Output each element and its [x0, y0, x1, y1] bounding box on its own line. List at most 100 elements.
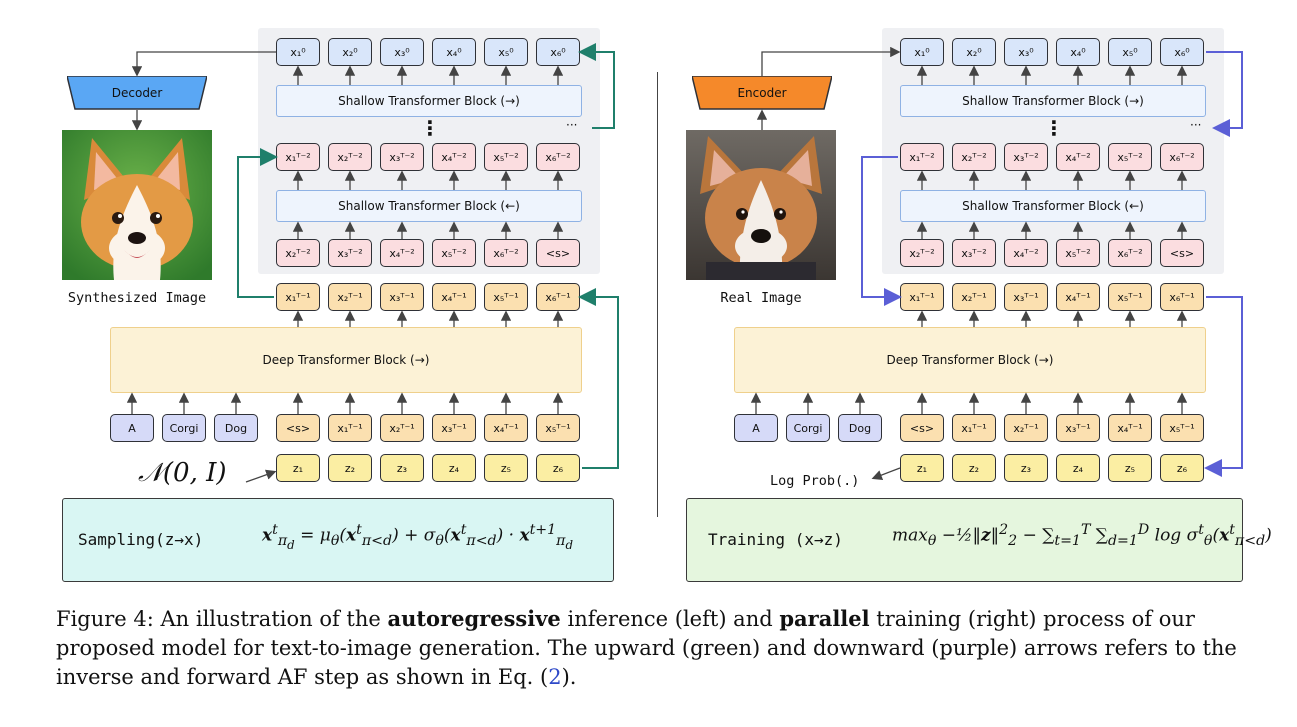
right-xT2-token: x₆ᵀ⁻² — [1160, 143, 1204, 171]
left-z-token: z₂ — [328, 454, 372, 482]
sampling-equation: xtπd = μθ(xtπ<d) + σθ(xtπ<d) · xt+1πd — [262, 522, 574, 552]
sampling-equation-box — [62, 498, 614, 582]
left-xT2-shift-token: x₅ᵀ⁻² — [432, 239, 476, 267]
caption-bold-autoregressive: autoregressive — [387, 606, 561, 631]
right-z-token: z₄ — [1056, 454, 1100, 482]
caption-eq-reference-link[interactable]: 2 — [548, 665, 562, 689]
left-xT1-shift-token: x₂ᵀ⁻¹ — [380, 414, 424, 442]
figure-caption: Figure 4: An illustration of the autoreg… — [56, 604, 1246, 692]
right-xT1-shift-token: x₄ᵀ⁻¹ — [1108, 414, 1152, 442]
caption-prefix: Figure 4: An illustration of the — [56, 607, 388, 631]
left-xT1-shift-token: x₃ᵀ⁻¹ — [432, 414, 476, 442]
real-corgi-image — [686, 130, 836, 280]
right-xT2-shift-token: x₃ᵀ⁻² — [952, 239, 996, 267]
left-z-token: z₅ — [484, 454, 528, 482]
right-xT1-shift-token: x₃ᵀ⁻¹ — [1056, 414, 1100, 442]
left-deep-block: Deep Transformer Block (→) — [110, 327, 582, 393]
left-xT1-token: x₃ᵀ⁻¹ — [380, 283, 424, 311]
right-x0-token: x₂⁰ — [952, 38, 996, 66]
sampling-title: Sampling(z→x) — [78, 530, 204, 549]
encoder-label: Encoder — [737, 86, 787, 100]
noise-distribution-label: 𝒩(0, I) — [138, 458, 227, 488]
left-xT1-token: x₁ᵀ⁻¹ — [276, 283, 320, 311]
right-xT2-shift-token: <s> — [1160, 239, 1204, 267]
left-xT2-token: x₁ᵀ⁻² — [276, 143, 320, 171]
left-xT1-shift-token: <s> — [276, 414, 320, 442]
right-xT2-shift-token: x₄ᵀ⁻² — [1004, 239, 1048, 267]
right-z-token: z₃ — [1004, 454, 1048, 482]
left-xT2-token: x₆ᵀ⁻² — [536, 143, 580, 171]
right-text-token: Dog — [838, 414, 882, 442]
right-text-token: Corgi — [786, 414, 830, 442]
right-shallow-block-forward: Shallow Transformer Block (→) — [900, 85, 1206, 117]
left-vertical-dots: ⋮ — [420, 116, 440, 140]
right-xT1-shift-token: x₅ᵀ⁻¹ — [1160, 414, 1204, 442]
left-x0-token: x₂⁰ — [328, 38, 372, 66]
right-xT2-token: x₃ᵀ⁻² — [1004, 143, 1048, 171]
right-xT1-token: x₅ᵀ⁻¹ — [1108, 283, 1152, 311]
left-xT2-shift-token: <s> — [536, 239, 580, 267]
encoder-shape — [692, 76, 832, 110]
right-z-token: z₁ — [900, 454, 944, 482]
caption-suffix: ). — [561, 665, 577, 689]
right-x0-token: x₄⁰ — [1056, 38, 1100, 66]
left-xT2-shift-token: x₆ᵀ⁻² — [484, 239, 528, 267]
left-xT1-shift-token: x₁ᵀ⁻¹ — [328, 414, 372, 442]
right-z-token: z₅ — [1108, 454, 1152, 482]
left-text-token: A — [110, 414, 154, 442]
left-z-token: z₆ — [536, 454, 580, 482]
right-text-token: A — [734, 414, 778, 442]
training-title: Training (x→z) — [708, 530, 843, 549]
caption-bold-parallel: parallel — [779, 606, 870, 631]
left-x0-token: x₃⁰ — [380, 38, 424, 66]
left-shallow-block-forward: Shallow Transformer Block (→) — [276, 85, 582, 117]
caption-mid1: inference (left) and — [560, 607, 780, 631]
right-horizontal-dots: ··· — [1190, 118, 1202, 132]
left-xT2-shift-token: x₂ᵀ⁻² — [276, 239, 320, 267]
right-xT1-token: x₆ᵀ⁻¹ — [1160, 283, 1204, 311]
right-xT2-shift-token: x₆ᵀ⁻² — [1108, 239, 1152, 267]
log-prob-label: Log Prob(.) — [770, 473, 860, 489]
left-xT2-shift-token: x₄ᵀ⁻² — [380, 239, 424, 267]
right-x0-token: x₅⁰ — [1108, 38, 1152, 66]
synthesized-image-caption: Synthesized Image — [67, 290, 207, 306]
caption-mid2: training (right) process of our proposed… — [56, 607, 1237, 689]
left-z-token: z₁ — [276, 454, 320, 482]
right-z-token: z₆ — [1160, 454, 1204, 482]
left-xT2-token: x₅ᵀ⁻² — [484, 143, 528, 171]
right-x0-token: x₁⁰ — [900, 38, 944, 66]
left-z-token: z₄ — [432, 454, 476, 482]
right-xT1-token: x₃ᵀ⁻¹ — [1004, 283, 1048, 311]
left-xT2-shift-token: x₃ᵀ⁻² — [328, 239, 372, 267]
left-xT2-token: x₃ᵀ⁻² — [380, 143, 424, 171]
left-z-token: z₃ — [380, 454, 424, 482]
right-xT2-token: x₅ᵀ⁻² — [1108, 143, 1152, 171]
left-shallow-block-backward: Shallow Transformer Block (←) — [276, 190, 582, 222]
right-deep-block: Deep Transformer Block (→) — [734, 327, 1206, 393]
right-xT2-shift-token: x₅ᵀ⁻² — [1056, 239, 1100, 267]
left-x0-token: x₄⁰ — [432, 38, 476, 66]
training-equation-box — [686, 498, 1243, 582]
left-text-token: Dog — [214, 414, 258, 442]
training-equation: maxθ −½‖z‖22 − ∑t=1T ∑d=1D log σtθ(xtπ<d… — [892, 522, 1272, 550]
left-xT1-shift-token: x₄ᵀ⁻¹ — [484, 414, 528, 442]
real-image-caption: Real Image — [720, 290, 802, 306]
left-text-token: Corgi — [162, 414, 206, 442]
right-xT1-shift-token: <s> — [900, 414, 944, 442]
right-xT1-shift-token: x₂ᵀ⁻¹ — [1004, 414, 1048, 442]
right-z-token: z₂ — [952, 454, 996, 482]
right-vertical-dots: ⋮ — [1044, 116, 1064, 140]
synthesized-corgi-image — [62, 130, 212, 280]
left-xT1-shift-token: x₅ᵀ⁻¹ — [536, 414, 580, 442]
decoder-label: Decoder — [111, 86, 163, 100]
right-x0-token: x₆⁰ — [1160, 38, 1204, 66]
center-divider — [657, 72, 658, 517]
left-horizontal-dots: ··· — [566, 118, 578, 132]
right-xT1-shift-token: x₁ᵀ⁻¹ — [952, 414, 996, 442]
right-xT2-shift-token: x₂ᵀ⁻² — [900, 239, 944, 267]
left-xT1-token: x₄ᵀ⁻¹ — [432, 283, 476, 311]
right-xT2-token: x₄ᵀ⁻² — [1056, 143, 1100, 171]
right-shallow-block-backward: Shallow Transformer Block (←) — [900, 190, 1206, 222]
decoder-shape — [67, 76, 207, 110]
